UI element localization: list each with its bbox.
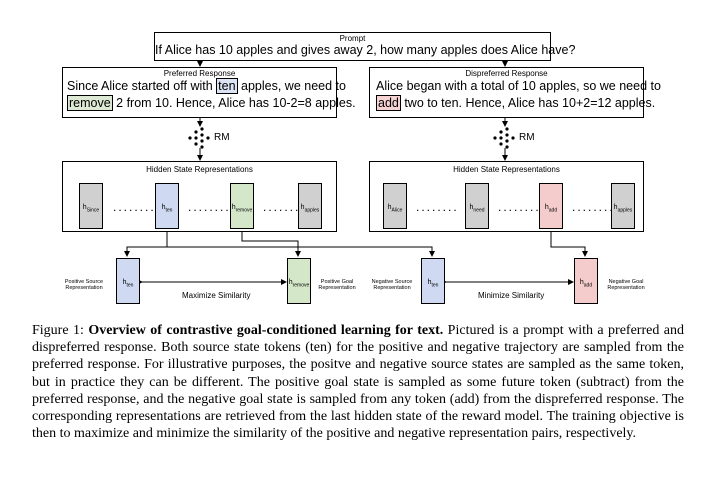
hidden-token-apples: happles bbox=[298, 183, 322, 229]
token-remove-highlight: remove bbox=[67, 95, 113, 111]
positive-source-label: Positive Source Representation bbox=[64, 279, 104, 291]
hidden-token-ten: hten bbox=[155, 183, 179, 229]
hidden-states-title-right: Hidden State Representations bbox=[453, 165, 560, 174]
positive-goal-token: hremove bbox=[287, 258, 311, 304]
ellipsis: ........ bbox=[188, 200, 231, 214]
rm-network-icon-left bbox=[186, 127, 214, 149]
preferred-response-title: Preferred Response bbox=[163, 69, 236, 78]
ellipsis: ........ bbox=[572, 200, 615, 214]
maximize-similarity-label: Maximize Similarity bbox=[182, 291, 251, 300]
rm-label-right: RM bbox=[519, 132, 535, 143]
negative-source-token: hten bbox=[421, 258, 445, 304]
hidden-token-since: hSince bbox=[79, 183, 103, 229]
minimize-similarity-label: Minimize Similarity bbox=[478, 291, 545, 300]
connector-arrows bbox=[124, 60, 588, 285]
negative-source-label: Negative Source Representation bbox=[371, 279, 413, 291]
figure-caption: Figure 1: Overview of contrastive goal-c… bbox=[32, 322, 684, 442]
negative-goal-token: hadd bbox=[574, 258, 598, 304]
caption-body: Pictured is a prompt with a preferred an… bbox=[32, 323, 684, 442]
dispreferred-response-text: Alice began with a total of 10 apples, s… bbox=[376, 79, 661, 111]
caption-title: Overview of contrastive goal-conditioned… bbox=[88, 323, 444, 338]
ellipsis: ........ bbox=[263, 200, 306, 214]
ellipsis: ........ bbox=[416, 200, 459, 214]
ellipsis: ........ bbox=[498, 200, 541, 214]
hidden-token-need: hneed bbox=[465, 183, 489, 229]
hidden-token-apples: happles bbox=[611, 183, 635, 229]
prompt-text: If Alice has 10 apples and gives away 2,… bbox=[155, 43, 576, 57]
preferred-response-text: Since Alice started off with ten apples,… bbox=[67, 78, 356, 111]
prompt-box: Prompt If Alice has 10 apples and gives … bbox=[154, 32, 576, 61]
positive-source-token: hten bbox=[116, 258, 140, 304]
token-add-highlight: add bbox=[376, 95, 401, 111]
rm-network-icon-right bbox=[491, 127, 519, 149]
hidden-token-add: hadd bbox=[539, 183, 563, 229]
dispreferred-response-box: Dispreferred Response Alice began with a… bbox=[369, 67, 661, 118]
positive-goal-label: Positive Goal Representation bbox=[318, 279, 356, 291]
token-ten-highlight: ten bbox=[216, 78, 238, 94]
ellipsis: ........ bbox=[113, 200, 156, 214]
rm-label-left: RM bbox=[214, 132, 230, 143]
preferred-response-box: Preferred Response Since Alice started o… bbox=[62, 67, 356, 118]
hidden-states-title-left: Hidden State Representations bbox=[146, 165, 253, 174]
negative-goal-label: Negative Goal Representation bbox=[607, 279, 645, 291]
hidden-token-alice: hAlice bbox=[383, 183, 407, 229]
prompt-title: Prompt bbox=[339, 34, 366, 43]
hidden-states-left: Hidden State Representations bbox=[62, 161, 337, 232]
caption-figure-number: Figure 1: bbox=[32, 323, 89, 338]
hidden-token-remove: hremove bbox=[230, 183, 254, 229]
figure: Prompt If Alice has 10 apples and gives … bbox=[62, 32, 661, 304]
hidden-states-right: Hidden State Representations bbox=[369, 161, 644, 232]
dispreferred-response-title: Dispreferred Response bbox=[465, 69, 548, 78]
